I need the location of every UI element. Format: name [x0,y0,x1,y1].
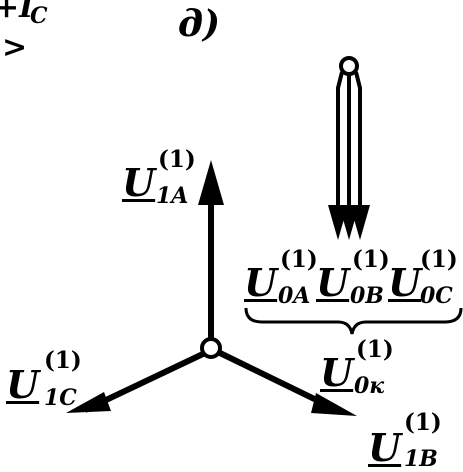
u0a-symbol: U [244,260,278,305]
u0k-subscript: 0к [354,373,385,399]
u0b-subscript: 0B [350,283,384,309]
u1a-subscript: 1A [156,183,189,209]
u1b-superscript: (1) [404,409,442,436]
u0k-superscript: (1) [356,336,394,363]
zero-sequence-origin-node [339,56,359,76]
u1b-arrowhead [311,393,357,416]
u1a-superscript: (1) [158,146,196,173]
u1a-arrowhead [198,160,224,205]
u1c-symbol: U [6,362,40,407]
fragment-top-text: +I [0,0,34,25]
u0c-subscript: 0C [420,283,453,309]
u0c-symbol: U [388,260,422,305]
fragment-top-subscript: C [30,3,48,29]
u0a-shaft [336,71,344,208]
u1b-symbol: U [368,425,402,470]
u1c-superscript: (1) [44,347,82,374]
u0b-symbol: U [316,260,350,305]
u0c-superscript: (1) [420,246,458,273]
u0k-symbol: U [320,350,354,395]
u0c-arrowhead [350,205,370,240]
part-label: д) [178,3,221,45]
u1a-symbol: U [122,160,156,205]
u1c-arrowhead [66,392,111,413]
u0c-shaft [354,71,362,208]
u1c-subscript: 1C [44,385,77,411]
u1b-subscript: 1B [404,446,438,472]
star-neutral-node [200,337,222,359]
u0a-superscript: (1) [280,246,318,273]
u0a-subscript: 0A [278,283,311,309]
u0b-superscript: (1) [352,246,390,273]
fragment-bottom-text: > [2,30,28,65]
grouping-brace [244,307,463,335]
